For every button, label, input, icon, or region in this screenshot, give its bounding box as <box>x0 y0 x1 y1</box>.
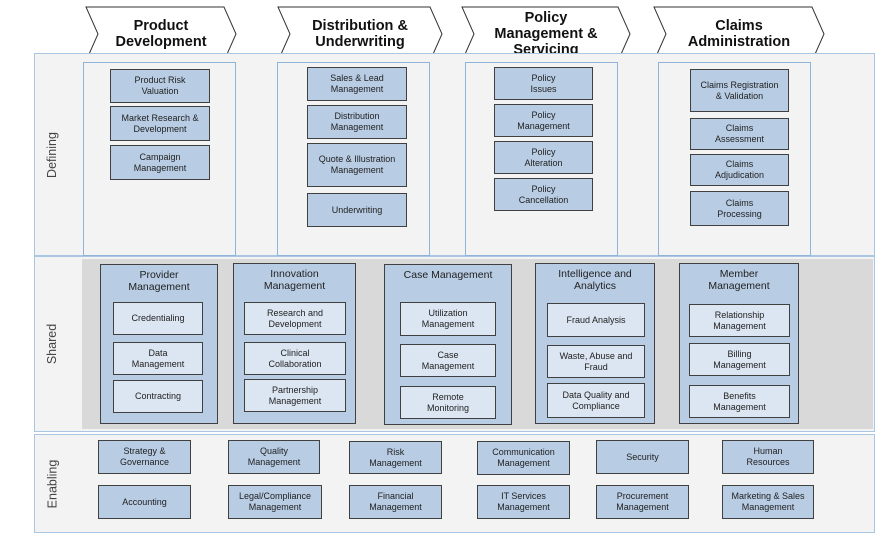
it-services-box: IT Services Management <box>477 485 570 519</box>
data-management-box: Data Management <box>113 342 203 375</box>
policy-management-box: Policy Management <box>494 104 593 137</box>
contracting-box: Contracting <box>113 380 203 413</box>
member-management-group: Member Management Relationship Managemen… <box>679 263 799 424</box>
waste-abuse-fraud-box: Waste, Abuse and Fraud <box>547 345 645 378</box>
credentialing-box: Credentialing <box>113 302 203 335</box>
group-title: Provider Management <box>128 269 190 293</box>
procurement-management-box: Procurement Management <box>596 485 689 519</box>
intelligence-analytics-group: Intelligence and Analytics Fraud Analysi… <box>535 263 655 424</box>
market-research-box: Market Research & Development <box>110 106 210 141</box>
marketing-sales-box: Marketing & Sales Management <box>722 485 814 519</box>
group-title: Member Management <box>708 268 770 292</box>
stage-label: Distribution & Underwriting <box>312 18 408 50</box>
product-risk-valuation-box: Product Risk Valuation <box>110 69 210 103</box>
policy-issues-box: Policy Issues <box>494 67 593 100</box>
stage-product-development: Product Development <box>85 6 237 62</box>
strategy-governance-box: Strategy & Governance <box>98 440 191 474</box>
claims-adjudication-box: Claims Adjudication <box>690 154 789 186</box>
group-title: Case Management <box>403 269 493 281</box>
shared-label: Shared <box>34 256 70 432</box>
stage-label: Claims Administration <box>687 18 791 50</box>
financial-management-box: Financial Management <box>349 485 442 519</box>
defining-label-text: Defining <box>45 131 59 178</box>
stage-claims-administration: Claims Administration <box>653 6 825 62</box>
policy-alteration-box: Policy Alteration <box>494 141 593 174</box>
human-resources-box: Human Resources <box>722 440 814 474</box>
provider-management-group: Provider Management Credentialing Data M… <box>100 264 218 424</box>
relationship-management-box: Relationship Management <box>689 304 790 337</box>
innovation-management-group: Innovation Management Research and Devel… <box>233 263 356 424</box>
billing-management-box: Billing Management <box>689 343 790 376</box>
fraud-analysis-box: Fraud Analysis <box>547 303 645 337</box>
claims-registration-box: Claims Registration & Validation <box>690 69 789 112</box>
claims-assessment-box: Claims Assessment <box>690 118 789 150</box>
communication-management-box: Communication Management <box>477 441 570 475</box>
sales-lead-box: Sales & Lead Management <box>307 67 407 101</box>
enabling-label: Enabling <box>34 434 70 533</box>
defining-label: Defining <box>34 53 70 256</box>
utilization-management-box: Utilization Management <box>400 302 496 336</box>
stage-distribution-underwriting: Distribution & Underwriting <box>277 6 443 62</box>
partnership-management-box: Partnership Management <box>244 379 346 412</box>
underwriting-box: Underwriting <box>307 193 407 227</box>
case-management-box: Case Management <box>400 344 496 377</box>
stage-label: Product Development <box>115 18 207 50</box>
research-development-box: Research and Development <box>244 302 346 335</box>
group-title: Innovation Management <box>263 268 326 292</box>
quality-management-box: Quality Management <box>228 440 320 474</box>
legal-compliance-box: Legal/Compliance Management <box>228 485 322 519</box>
group-title: Intelligence and Analytics <box>558 268 632 292</box>
policy-cancellation-box: Policy Cancellation <box>494 178 593 211</box>
remote-monitoring-box: Remote Monitoring <box>400 386 496 419</box>
risk-management-box: Risk Management <box>349 441 442 474</box>
accounting-box: Accounting <box>98 485 191 519</box>
distribution-management-box: Distribution Management <box>307 105 407 139</box>
benefits-management-box: Benefits Management <box>689 385 790 418</box>
shared-label-text: Shared <box>45 323 59 365</box>
claims-processing-box: Claims Processing <box>690 191 789 226</box>
data-quality-box: Data Quality and Compliance <box>547 383 645 418</box>
quote-illustration-box: Quote & Illustration Management <box>307 143 407 187</box>
campaign-management-box: Campaign Management <box>110 145 210 180</box>
clinical-collaboration-box: Clinical Collaboration <box>244 342 346 375</box>
enabling-label-text: Enabling <box>45 459 59 508</box>
case-management-group: Case Management Utilization Management C… <box>384 264 512 425</box>
security-box: Security <box>596 440 689 474</box>
